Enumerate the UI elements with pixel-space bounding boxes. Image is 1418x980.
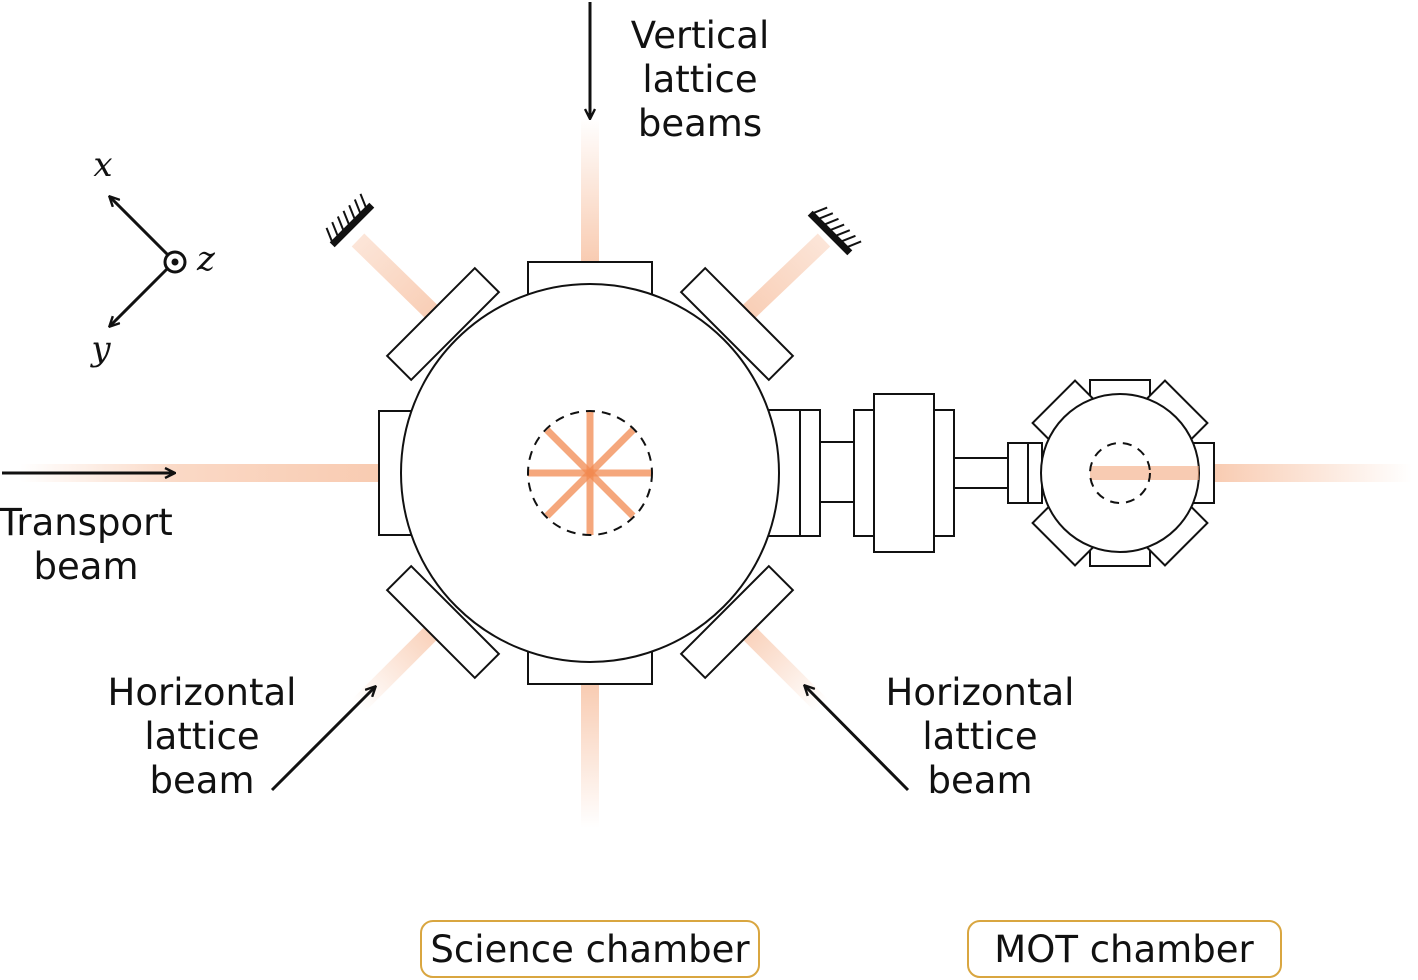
svg-text:Vertical: Vertical	[631, 14, 770, 57]
science-chamber-tag: Science chamber	[420, 920, 760, 978]
horizontal-beam-arrow-left	[270, 687, 375, 792]
science-chamber	[378, 261, 821, 685]
svg-text:lattice: lattice	[144, 715, 259, 758]
mirror-upper-right	[807, 206, 862, 256]
x-axis-arrow	[110, 197, 170, 257]
lattice-beam-upper-right	[731, 233, 831, 329]
coordinate-axes: x y z	[89, 145, 216, 369]
science-chamber-atom-region	[527, 410, 653, 536]
mot-chamber-tag: MOT chamber	[967, 920, 1282, 978]
svg-text:Horizontal: Horizontal	[886, 671, 1075, 714]
svg-text:Transport: Transport	[0, 501, 173, 544]
lattice-beam-upper-left	[351, 233, 449, 329]
y-axis-arrow	[110, 266, 170, 326]
svg-text:beam: beam	[150, 759, 255, 802]
laser-beams	[20, 118, 1412, 828]
svg-text:Horizontal: Horizontal	[108, 671, 297, 714]
transport-beam-label: Transport beam	[0, 501, 173, 588]
horizontal-beam-label-right: Horizontal lattice beam	[886, 671, 1075, 802]
mot-chamber	[1031, 379, 1215, 567]
svg-text:lattice: lattice	[922, 715, 1037, 758]
mot-chamber-tag-label: MOT chamber	[994, 928, 1254, 971]
lattice-beam-lower-right	[731, 615, 829, 713]
transfer-tube	[819, 393, 1043, 553]
y-axis-label: y	[89, 329, 111, 369]
mot-chamber-flanges	[1031, 379, 1215, 567]
z-axis-label: z	[196, 239, 216, 279]
lattice-beam-intersection	[528, 411, 652, 535]
horizontal-beam-arrow-right	[805, 686, 910, 792]
horizontal-beam-label-left: Horizontal lattice beam	[108, 671, 297, 802]
svg-text:lattice: lattice	[642, 58, 757, 101]
mirror-upper-left	[325, 193, 375, 248]
svg-text:beams: beams	[638, 102, 762, 145]
vertical-beams-label: Vertical lattice beams	[631, 14, 770, 145]
science-chamber-tag-label: Science chamber	[430, 928, 750, 971]
x-axis-label: x	[93, 145, 112, 185]
svg-text:beam: beam	[34, 545, 139, 588]
mot-atom-region	[1089, 442, 1151, 504]
svg-text:beam: beam	[928, 759, 1033, 802]
